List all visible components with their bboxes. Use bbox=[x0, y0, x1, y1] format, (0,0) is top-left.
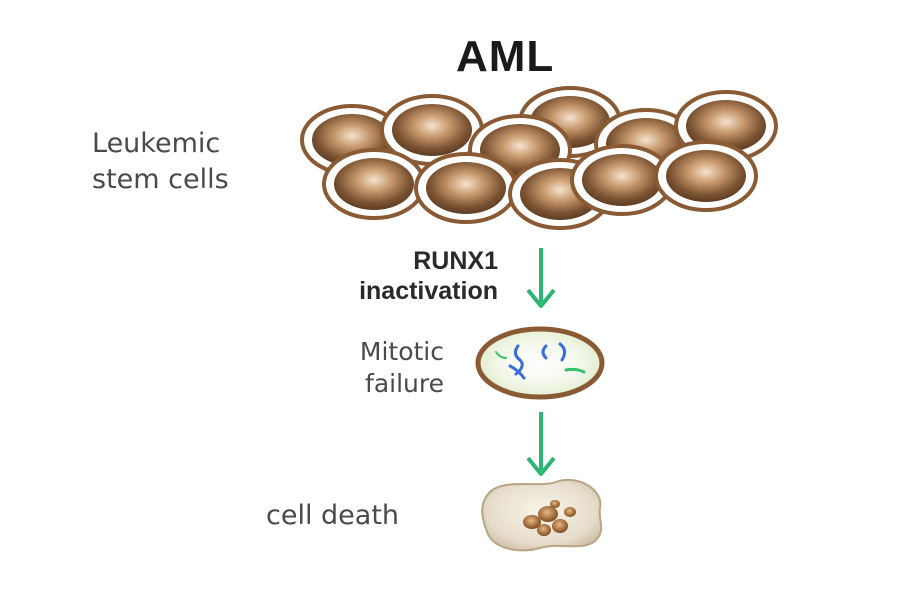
runx1-label-line-2: inactivation bbox=[359, 277, 498, 305]
diagram-title: AML bbox=[456, 32, 555, 81]
mitotic-label-line-2: failure bbox=[365, 369, 444, 398]
arrow-down-icon bbox=[526, 412, 556, 476]
runx1-label-line-1: RUNX1 bbox=[413, 247, 498, 275]
stem-cells-label-line-1: Leukemic bbox=[92, 128, 221, 159]
dead-cell-icon bbox=[481, 478, 603, 552]
leukemic-cell-icon bbox=[322, 148, 426, 220]
stem-cells-label: Leukemic stem cells bbox=[92, 126, 229, 198]
mitotic-failure-label: Mitotic failure bbox=[360, 336, 444, 400]
mitotic-label-line-1: Mitotic bbox=[359, 337, 444, 366]
mitotic-cell-icon bbox=[475, 326, 605, 400]
runx1-inactivation-label: RUNX1 inactivation bbox=[359, 246, 498, 306]
leukemic-cell-cluster-icon bbox=[300, 86, 778, 230]
leukemic-cell-icon bbox=[654, 140, 758, 212]
leukemic-cell-icon bbox=[380, 94, 484, 166]
cell-death-label: cell death bbox=[266, 500, 400, 531]
leukemic-cell-icon bbox=[414, 152, 518, 224]
arrow-down-icon bbox=[526, 248, 556, 308]
stem-cells-label-line-2: stem cells bbox=[92, 164, 229, 195]
